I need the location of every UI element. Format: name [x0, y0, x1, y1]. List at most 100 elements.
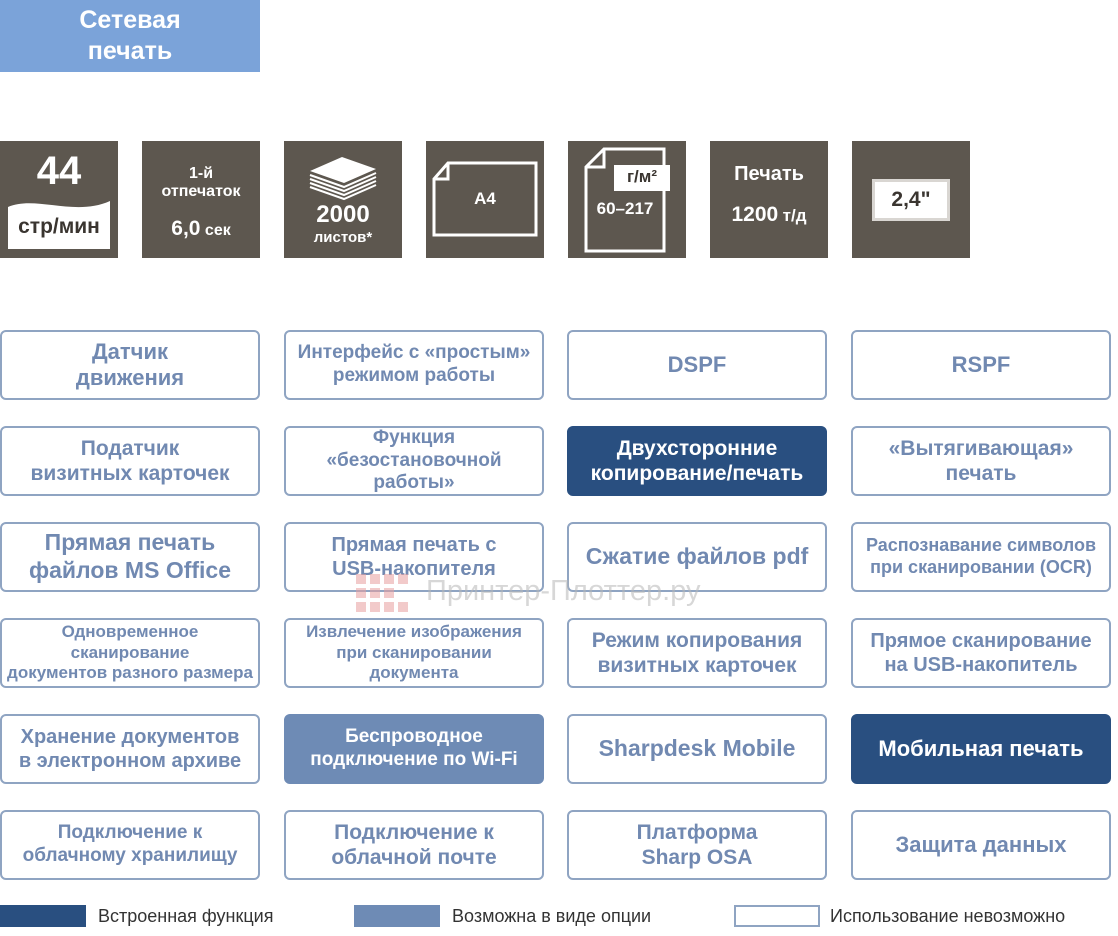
spec-resolution-tile: Печать 1200 т/д [710, 141, 828, 258]
feature-label-line1: Режим копирования [591, 628, 803, 652]
feature-label-line2: движения [75, 365, 185, 390]
feature-label-line2: Sharp OSA [641, 846, 753, 869]
feature-label-line2: визитных карточек [30, 462, 230, 485]
section-title-line1: Сетевая [79, 6, 181, 34]
feature-label-line1: Беспроводное [345, 726, 483, 748]
spec-paper-capacity-unit: листов* [313, 229, 373, 246]
legend-label-builtin: Встроенная функция [98, 906, 274, 926]
feature-label-line1: «Вытягивающая» [888, 436, 1074, 460]
display-screen-icon: 2,4" [872, 179, 950, 221]
feature-label-line1: Хранение документов [20, 726, 240, 748]
section-title-box: Сетевая печать [0, 0, 260, 72]
feature-label-line1: Сжатие файлов pdf [585, 543, 809, 570]
feature-label-line1: Подключение к [334, 820, 494, 844]
feature-label-line2: файлов MS Office [28, 557, 231, 583]
feature-label-line1: Прямое сканирование [870, 630, 1092, 652]
feature-label-line2: «безостановочной работы» [326, 449, 502, 494]
feature-label-line2: на USB-накопитель [884, 654, 1078, 676]
spec-first-print-value: 6,0 [171, 217, 201, 240]
watermark-text: Принтер-Плоттер.ру [426, 574, 701, 607]
feature-label-line1: Платформа [636, 820, 758, 844]
spec-first-print-line1: 1-й [188, 165, 214, 182]
legend-label-optional: Возможна в виде опции [452, 906, 652, 926]
spec-resolution-row: 1200 т/д [710, 203, 828, 227]
feature-data-security: Защита данных [851, 810, 1111, 880]
feature-label-line2: режимом работы [332, 365, 496, 386]
feature-label-line1: Извлечение изображения [306, 622, 522, 642]
feature-rspf: RSPF [851, 330, 1111, 400]
spec-first-print-time: 6,0 сек [142, 217, 260, 241]
feature-label-line1: DSPF [667, 351, 727, 377]
feature-sharpdesk-mobile: Sharpdesk Mobile [567, 714, 827, 784]
feature-label-line1: Sharpdesk Mobile [598, 735, 796, 762]
feature-label-line1: Прямая печать [44, 529, 216, 556]
spec-speed-tile: 44 стр/мин [0, 141, 118, 258]
feature-label-line2: облачной почте [331, 846, 497, 869]
feature-label-line1: Датчик [92, 338, 168, 364]
feature-label-line1: Двухсторонние [616, 436, 778, 460]
feature-label-line2: облачному хранилищу [22, 845, 238, 866]
feature-mobile-print: Мобильная печать [851, 714, 1111, 784]
feature-dspf: DSPF [567, 330, 827, 400]
spec-speed-value: 44 [36, 149, 82, 193]
spec-speed-unit: стр/мин [18, 215, 100, 238]
feature-label-line2: документов разного размера [7, 663, 253, 683]
legend-label-unavailable: Использование невозможно [830, 906, 1066, 926]
watermark: Принтер-Плоттер.ру [356, 566, 776, 616]
feature-simple-mode-interface: Интерфейс с «простым»режимом работы [284, 330, 544, 400]
feature-label-line2: визитных карточек [597, 654, 797, 677]
spec-paper-capacity-tile: 2000 листов* [284, 141, 402, 258]
feature-label-line1: Подключение к [57, 822, 203, 844]
spec-paper-weight-unit: г/м² [626, 167, 658, 186]
legend-swatch-unavailable [734, 905, 820, 927]
feature-label-line1: Интерфейс с «простым» [297, 342, 531, 364]
paper-sheet-icon [432, 161, 538, 237]
feature-label-line1: Защита данных [895, 831, 1067, 857]
feature-label-line1: Прямая печать с [331, 534, 497, 556]
feature-pdf-compression: Сжатие файлов pdf [567, 522, 827, 592]
spec-paper-weight-tile: г/м² 60–217 [568, 141, 686, 258]
legend-swatch-builtin [0, 905, 86, 927]
legend-swatch-optional [354, 905, 440, 927]
feature-label-line1: Податчик [80, 436, 180, 460]
spec-paper-size-value: A4 [474, 189, 496, 208]
spec-resolution-unit: т/д [782, 206, 807, 225]
feature-label-line2: в электронном архиве [18, 750, 242, 772]
spec-resolution-value: 1200 [731, 203, 779, 226]
feature-label-line2: при сканировании (OCR) [870, 557, 1092, 577]
watermark-logo-icon [356, 574, 408, 612]
feature-label-line2: при сканировании документа [336, 642, 492, 683]
spec-paper-capacity-value: 2000 [316, 201, 370, 228]
spec-first-print-tile: 1-й отпечаток 6,0 сек [142, 141, 260, 258]
feature-non-stop-operation: Функция«безостановочной работы» [284, 426, 544, 496]
feature-label-line2: копирование/печать [590, 462, 804, 485]
feature-label-line1: Распознавание символов [865, 535, 1097, 556]
spec-paper-size-tile: A4 [426, 141, 544, 258]
spec-display-value: 2,4" [891, 188, 931, 211]
paper-stack-icon [309, 157, 377, 201]
feature-label-line2: печать [945, 462, 1017, 485]
spec-resolution-label: Печать [734, 163, 804, 185]
section-title-line2: печать [87, 37, 173, 65]
spec-display-tile: 2,4" [852, 141, 970, 258]
page-wave-icon [8, 201, 110, 249]
feature-label-line1: RSPF [951, 351, 1011, 377]
spec-first-print-unit: сек [204, 222, 231, 239]
feature-label-line2: подключение по Wi-Fi [310, 749, 518, 770]
feature-label-line1: Одновременное сканирование [61, 622, 199, 662]
feature-label-line1: Функция [372, 426, 456, 448]
spec-paper-weight-range: 60–217 [596, 199, 654, 218]
